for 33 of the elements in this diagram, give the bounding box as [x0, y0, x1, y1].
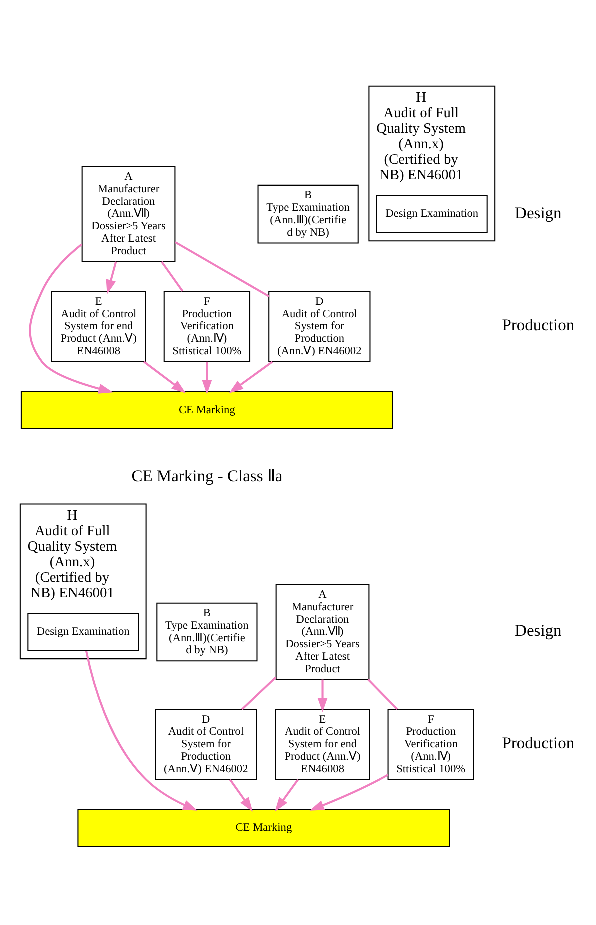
- connector: [160, 261, 184, 292]
- label: Production: [502, 734, 575, 753]
- connector: [241, 676, 277, 710]
- arrow: [144, 361, 186, 394]
- node-box: B Type Examination (Ann.Ⅲ)(Certified by NB): [258, 184, 359, 244]
- arrow: [29, 244, 114, 394]
- label: Design: [515, 203, 562, 222]
- node-box: Design Examination: [376, 195, 488, 234]
- node-box: CE Marking: [78, 809, 450, 848]
- node-box: E Audit of Control System for end Product (Ann.Ⅴ) EN46008: [275, 709, 370, 780]
- node-box: D Audit of Control System for Production (Ann.Ⅴ) EN46002: [268, 291, 371, 362]
- arrow: [106, 262, 118, 294]
- arrow: [310, 774, 389, 811]
- node-box: A Manufacturer Declaration (Ann.Ⅶ) Dossier≥5 Years After Latest Product: [82, 166, 176, 262]
- connector: [174, 241, 270, 298]
- arrow: [85, 650, 198, 811]
- arrow: [229, 779, 254, 812]
- label: Design: [515, 621, 562, 640]
- label: Production: [502, 316, 575, 335]
- node-box: B Type Examination (Ann.Ⅲ)(Certified by NB): [156, 602, 258, 662]
- node-box: D Audit of Control System for Production (Ann.Ⅴ) EN46002: [155, 709, 258, 780]
- label: CE Marking - Class Ⅱa: [132, 466, 283, 486]
- arrow: [229, 361, 274, 394]
- node-box: A Manufacturer Declaration (Ann.Ⅶ) Dossier≥5 Years After Latest Product: [276, 584, 370, 680]
- node-box: CE Marking: [20, 391, 394, 430]
- arrow: [202, 362, 212, 395]
- connector: [368, 679, 398, 710]
- node-box: E Audit of Control System for end Product (Ann.Ⅴ) EN46008: [51, 291, 146, 362]
- node-box: F Production Verification (Ann.Ⅳ) Sttistical 100%: [164, 291, 251, 362]
- node-box: F Production Verification (Ann.Ⅳ) Sttistical 100%: [388, 709, 474, 780]
- arrow: [318, 680, 328, 712]
- arrow: [275, 779, 299, 812]
- node-box: Design Examination: [28, 613, 140, 652]
